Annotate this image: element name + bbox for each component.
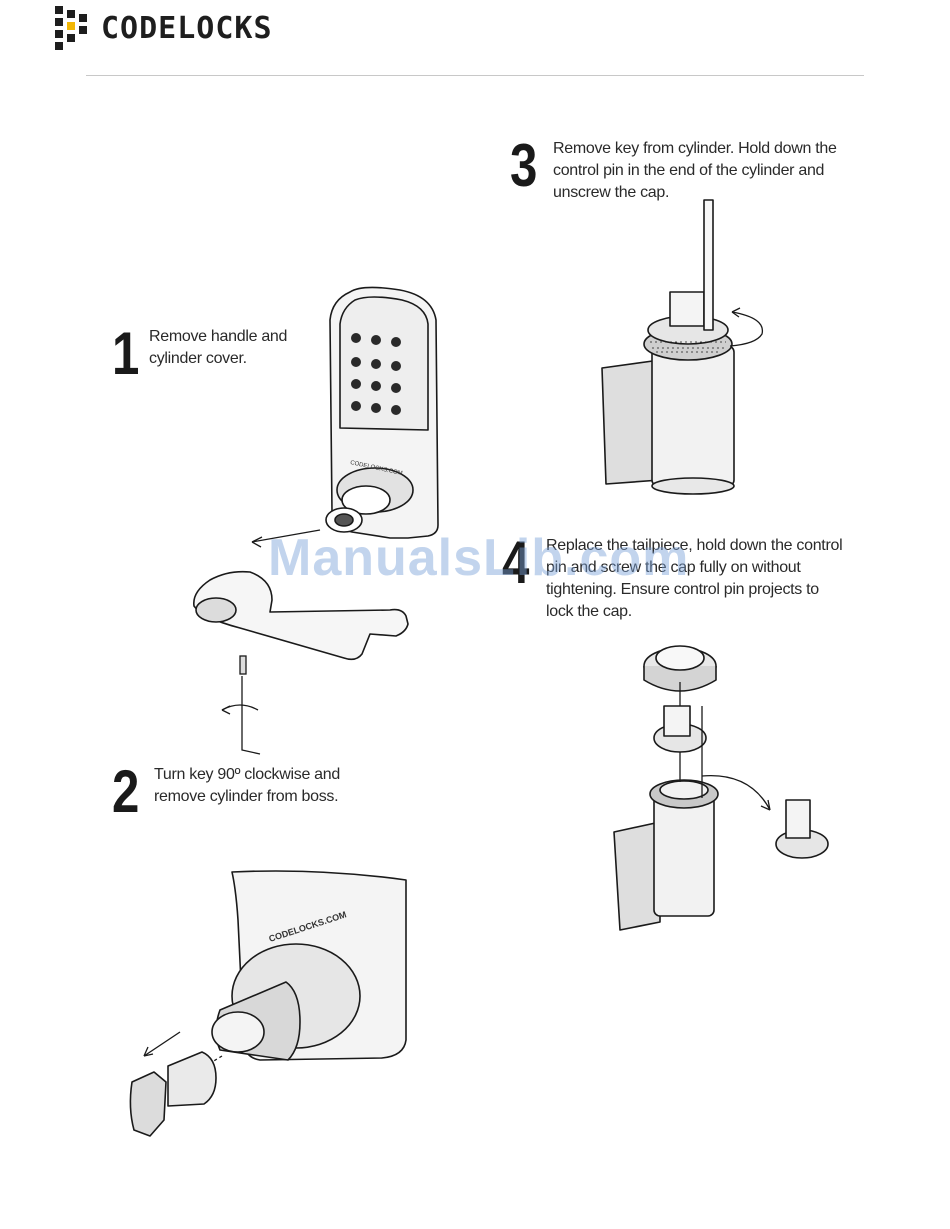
step-instructions: Replace the tailpiece, hold down the con… (546, 537, 843, 620)
step-3: 3 Remove key from cylinder. Hold down th… (510, 132, 837, 202)
step-number: 2 (112, 758, 139, 825)
unscrew-cap-illustration (601, 199, 764, 495)
step-1: 1 Remove handle and cylinder cover. (112, 320, 287, 387)
step-instructions: Turn key 90º clockwise and remove cylind… (154, 766, 340, 805)
codelocks-logo-icon (55, 6, 87, 50)
step-number: 1 (112, 320, 139, 387)
step-instructions: Remove key from cylinder. Hold down the … (553, 140, 837, 201)
header: CODELOCKS (55, 6, 273, 50)
step-2: 2 Turn key 90º clockwise and remove cyli… (112, 758, 340, 825)
replace-tailpiece-illustration (613, 645, 829, 931)
step-number: 3 (510, 132, 537, 199)
step-number: 4 (502, 529, 529, 596)
keypad-lock-handle-illustration: CODELOCKS.COM (193, 286, 439, 755)
step-4: 4 Replace the tailpiece, hold down the c… (502, 529, 843, 621)
brand-name: CODELOCKS (101, 10, 273, 46)
header-divider (86, 75, 864, 76)
cylinder-removal-illustration: CODELOCKS.COM (129, 870, 407, 1137)
step-instructions: Remove handle and cylinder cover. (149, 328, 288, 367)
